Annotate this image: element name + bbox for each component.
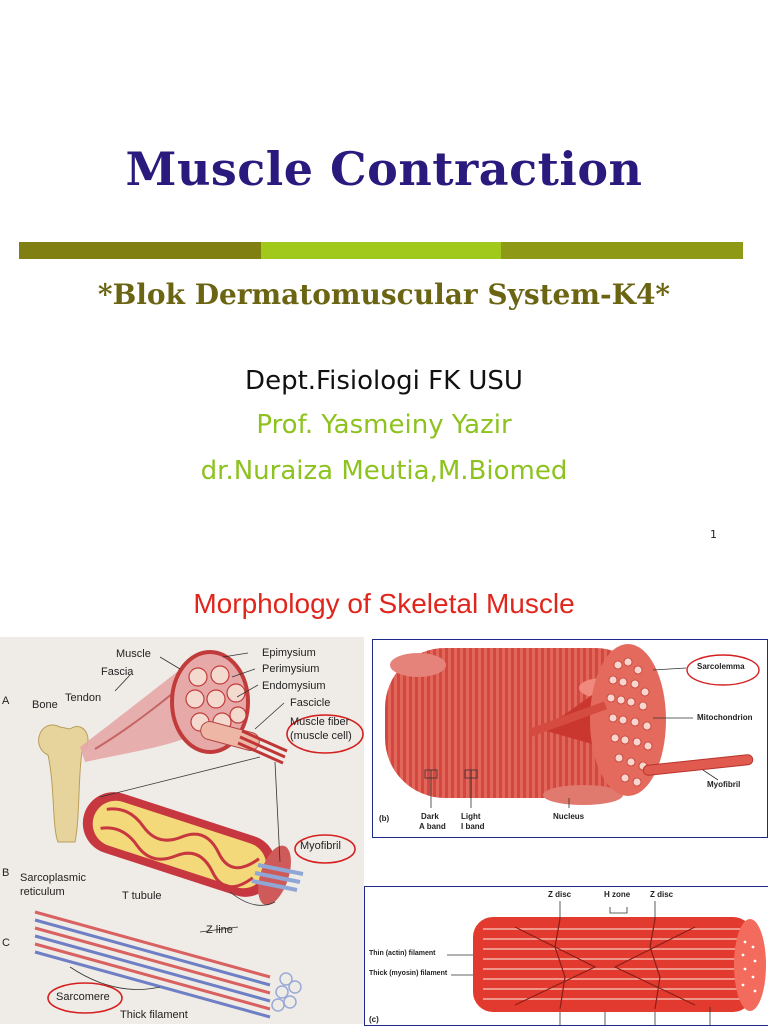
label-fascicle: Fascicle xyxy=(290,697,331,709)
myofibril-illustration xyxy=(447,901,766,1025)
label-dark-2: A band xyxy=(419,822,446,831)
divider-segment-middle xyxy=(261,242,501,259)
figure-panel-myofibril: Z disc H zone Z disc Thin (actin) filame… xyxy=(364,886,768,1026)
label-sarcolemma: Sarcolemma xyxy=(697,662,745,671)
label-muscle-fiber-2: (muscle cell) xyxy=(290,730,352,742)
label-dark-1: Dark xyxy=(421,812,439,821)
muscle-fiber-illustration xyxy=(385,644,760,808)
divider-segment-left xyxy=(19,242,261,259)
label-thick-filament-c: Thick (myosin) filament xyxy=(369,970,448,977)
label-mitochondrion: Mitochondrion xyxy=(697,713,753,722)
label-panel-b-letter: (b) xyxy=(379,814,390,823)
label-epimysium: Epimysium xyxy=(262,647,316,659)
label-h-zone: H zone xyxy=(604,890,631,899)
label-letter-a: A xyxy=(2,695,10,707)
label-myofibril-a: Myofibril xyxy=(300,840,341,852)
label-sarcomere: Sarcomere xyxy=(56,991,110,1003)
label-bone: Bone xyxy=(32,699,58,711)
department-line: Dept.Fisiologi FK USU xyxy=(245,366,523,396)
label-light-2: I band xyxy=(461,822,485,831)
slide-subtitle: *Blok Dermatomuscular System-K4* xyxy=(97,278,671,311)
title-divider-bar xyxy=(19,242,743,259)
label-sarcoplasmic-2: reticulum xyxy=(20,886,65,898)
label-z-disc-2: Z disc xyxy=(650,890,674,899)
label-t-tubule: T tubule xyxy=(122,890,162,902)
label-z-line: Z line xyxy=(206,924,233,936)
author-line-2: dr.Nuraiza Meutia,M.Biomed xyxy=(200,456,568,486)
figure-panel-muscle-fiber: Sarcolemma Mitochondrion Myofibril Dark … xyxy=(372,639,768,838)
slide-title: Muscle Contraction xyxy=(125,142,643,196)
label-thick-filament: Thick filament xyxy=(120,1009,188,1021)
divider-segment-right xyxy=(501,242,743,259)
label-muscle: Muscle xyxy=(116,648,151,660)
label-sarcoplasmic-1: Sarcoplasmic xyxy=(20,872,87,884)
author-line-1: Prof. Yasmeiny Yazir xyxy=(256,410,512,440)
label-nucleus: Nucleus xyxy=(553,812,585,821)
label-letter-b: B xyxy=(2,867,10,879)
next-slide-title: Morphology of Skeletal Muscle xyxy=(193,588,575,619)
label-tendon: Tendon xyxy=(65,692,102,704)
label-fascia: Fascia xyxy=(101,666,134,678)
label-myofibril-b: Myofibril xyxy=(707,780,741,789)
label-thin-filament: Thin (actin) filament xyxy=(369,950,436,957)
muscle-hierarchy-illustration xyxy=(0,637,364,1024)
figure-panel-muscle-hierarchy: Muscle Fascia Tendon Bone Epimysium Peri… xyxy=(0,637,364,1024)
label-light-1: Light xyxy=(461,812,481,821)
label-z-disc-1: Z disc xyxy=(548,890,572,899)
label-muscle-fiber-1: Muscle fiber xyxy=(290,716,350,728)
page-number: 1 xyxy=(710,528,717,541)
label-letter-c: C xyxy=(2,937,10,949)
label-endomysium: Endomysium xyxy=(262,680,326,692)
label-perimysium: Perimysium xyxy=(262,663,320,675)
label-panel-c-letter: (c) xyxy=(369,1015,379,1024)
